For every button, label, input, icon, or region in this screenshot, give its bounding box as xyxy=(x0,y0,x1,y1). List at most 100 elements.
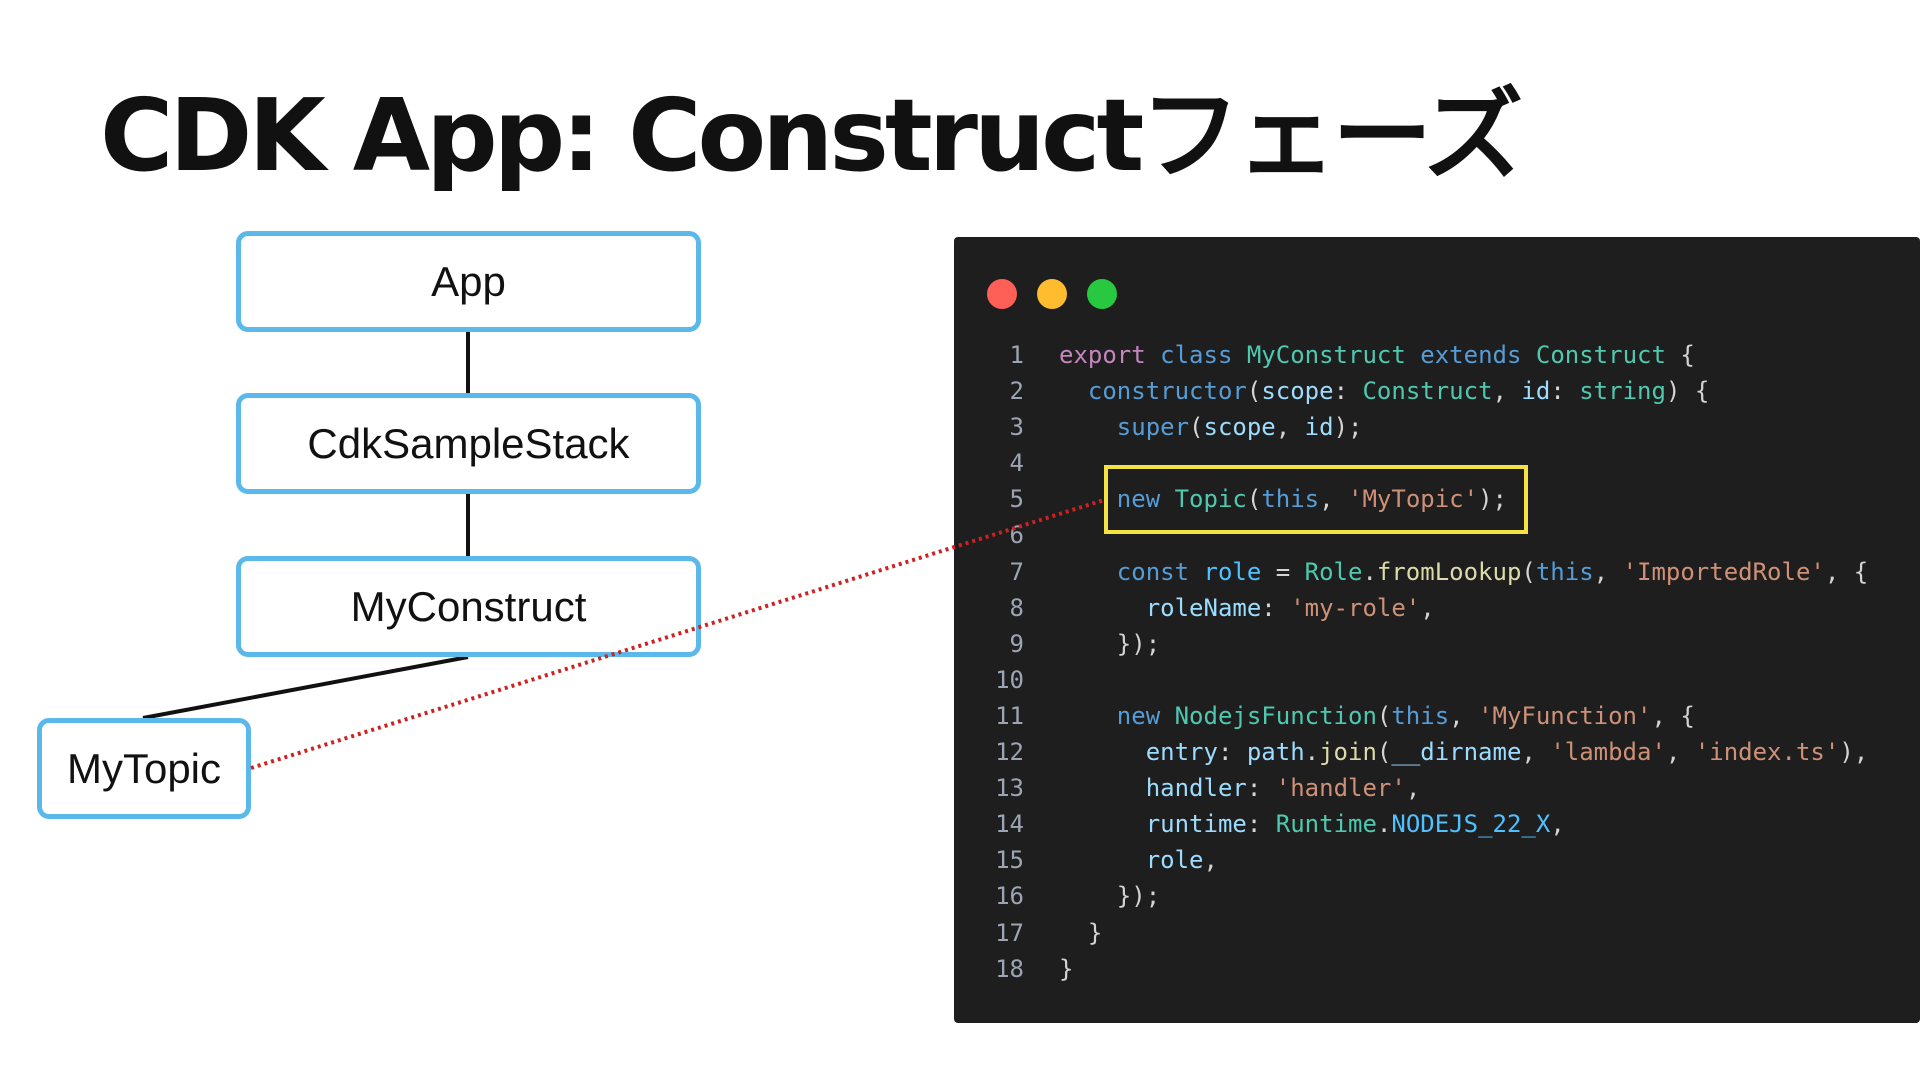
code-token: id xyxy=(1304,413,1334,442)
code-token: ) { xyxy=(1665,377,1710,406)
code-token: NodejsFunction xyxy=(1174,701,1377,730)
code-line: 8 roleName: 'my-role', xyxy=(954,590,1920,626)
code-token: ( xyxy=(1246,485,1262,514)
line-number: 2 xyxy=(1009,377,1024,406)
code-token: role xyxy=(1203,557,1262,586)
code-token: new xyxy=(1116,701,1161,730)
code-token: MyConstruct xyxy=(1246,341,1406,369)
code-token: , xyxy=(1449,701,1479,730)
code-token: : xyxy=(1217,738,1247,767)
code-token: . xyxy=(1304,738,1320,767)
code-line: 13 handler: 'handler', xyxy=(954,770,1920,806)
code-text: }); xyxy=(1059,878,1160,914)
code-token: , xyxy=(1203,846,1218,875)
code-token: , xyxy=(1405,774,1421,803)
code-token: } xyxy=(1059,954,1074,983)
line-number: 16 xyxy=(995,882,1024,911)
line-number: 5 xyxy=(1009,485,1024,514)
code-line: 11 new NodejsFunction(this, 'MyFunction'… xyxy=(954,698,1920,734)
code-token: string xyxy=(1579,377,1666,406)
code-token: 'index.ts' xyxy=(1694,738,1840,767)
code-token: handler xyxy=(1145,774,1247,803)
code-token: Role xyxy=(1304,557,1363,586)
code-token: export xyxy=(1059,341,1146,369)
code-text: entry: path.join(__dirname, 'lambda', 'i… xyxy=(1059,734,1869,770)
code-token: scope xyxy=(1203,413,1276,442)
code-line: 5 new Topic(this, 'MyTopic'); xyxy=(954,481,1920,517)
code-token: , xyxy=(1420,593,1435,622)
code-line: 14 runtime: Runtime.NODEJS_22_X, xyxy=(954,806,1920,842)
code-text: const role = Role.fromLookup(this, 'Impo… xyxy=(1059,554,1868,590)
code-text: new Topic(this, 'MyTopic'); xyxy=(1059,481,1507,517)
code-token: entry xyxy=(1145,738,1218,767)
code-token: : xyxy=(1550,377,1580,406)
code-line: 12 entry: path.join(__dirname, 'lambda',… xyxy=(954,734,1920,770)
code-token: 'my-role' xyxy=(1290,593,1421,622)
line-number: 18 xyxy=(995,954,1024,983)
code-window: 1 export class MyConstruct extends Constr… xyxy=(954,237,1920,1023)
code-line: 16 }); xyxy=(954,878,1920,914)
code-token: { xyxy=(1665,341,1695,369)
code-token: }); xyxy=(1059,882,1161,911)
code-text: new NodejsFunction(this, 'MyFunction', { xyxy=(1059,698,1695,734)
code-token: 'lambda' xyxy=(1550,738,1666,767)
code-token: , xyxy=(1319,485,1349,514)
tree-node-my-construct: MyConstruct xyxy=(236,556,701,657)
code-token: : xyxy=(1246,810,1276,839)
line-number: 8 xyxy=(1009,593,1024,622)
code-line: 3 super(scope, id); xyxy=(954,409,1920,445)
code-token: scope xyxy=(1261,377,1334,406)
code-token: runtime xyxy=(1145,810,1247,839)
code-line: 7 const role = Role.fromLookup(this, 'Im… xyxy=(954,554,1920,590)
code-token: ( xyxy=(1376,701,1392,730)
code-token: extends xyxy=(1420,341,1522,369)
line-number: 11 xyxy=(995,701,1024,730)
code-token: role xyxy=(1145,846,1204,875)
code-token: , xyxy=(1665,738,1695,767)
green-dot-icon xyxy=(1087,279,1117,309)
code-token: , xyxy=(1550,810,1565,839)
line-number: 10 xyxy=(995,665,1024,694)
tree-node-app: App xyxy=(236,231,701,332)
code-token: , { xyxy=(1651,701,1695,730)
highlight-box xyxy=(1104,465,1528,534)
line-number: 1 xyxy=(1009,341,1024,369)
code-token: this xyxy=(1261,485,1320,514)
code-token: fromLookup xyxy=(1376,557,1522,586)
code-token: path xyxy=(1246,738,1305,767)
code-text: export class MyConstruct extends Constru… xyxy=(1059,337,1695,373)
code-token: . xyxy=(1362,557,1377,586)
code-line: 9 }); xyxy=(954,626,1920,662)
code-line: 1 export class MyConstruct extends Constr… xyxy=(954,337,1920,373)
code-token: , { xyxy=(1824,557,1869,586)
code-token: 'ImportedRole' xyxy=(1622,557,1825,586)
code-token: , xyxy=(1492,377,1522,406)
code-token: , xyxy=(1275,413,1305,442)
code-token: __dirname xyxy=(1391,738,1522,767)
code-token: class xyxy=(1160,341,1233,369)
code-token: new xyxy=(1116,485,1161,514)
code-token: : xyxy=(1261,593,1291,622)
code-token: const xyxy=(1116,557,1190,586)
code-text: constructor(scope: Construct, id: string… xyxy=(1059,373,1709,409)
code-token: constructor xyxy=(1087,377,1247,406)
code-token: 'MyFunction' xyxy=(1478,701,1652,730)
code-token: ( xyxy=(1376,738,1392,767)
line-number: 12 xyxy=(995,738,1024,767)
code-token: Construct xyxy=(1362,377,1493,406)
code-token: super xyxy=(1116,413,1190,442)
code-text: role, xyxy=(1059,842,1218,878)
code-line: 4 xyxy=(954,445,1920,481)
yellow-dot-icon xyxy=(1037,279,1067,309)
code-token: this xyxy=(1391,701,1450,730)
line-number: 4 xyxy=(1009,449,1024,478)
code-token: . xyxy=(1376,810,1392,839)
code-token: ( xyxy=(1189,413,1204,442)
code-token: , xyxy=(1521,738,1551,767)
line-number: 14 xyxy=(995,810,1024,839)
tree-node-my-topic: MyTopic xyxy=(37,718,251,819)
code-token: = xyxy=(1261,557,1305,586)
line-number: 15 xyxy=(995,846,1024,875)
